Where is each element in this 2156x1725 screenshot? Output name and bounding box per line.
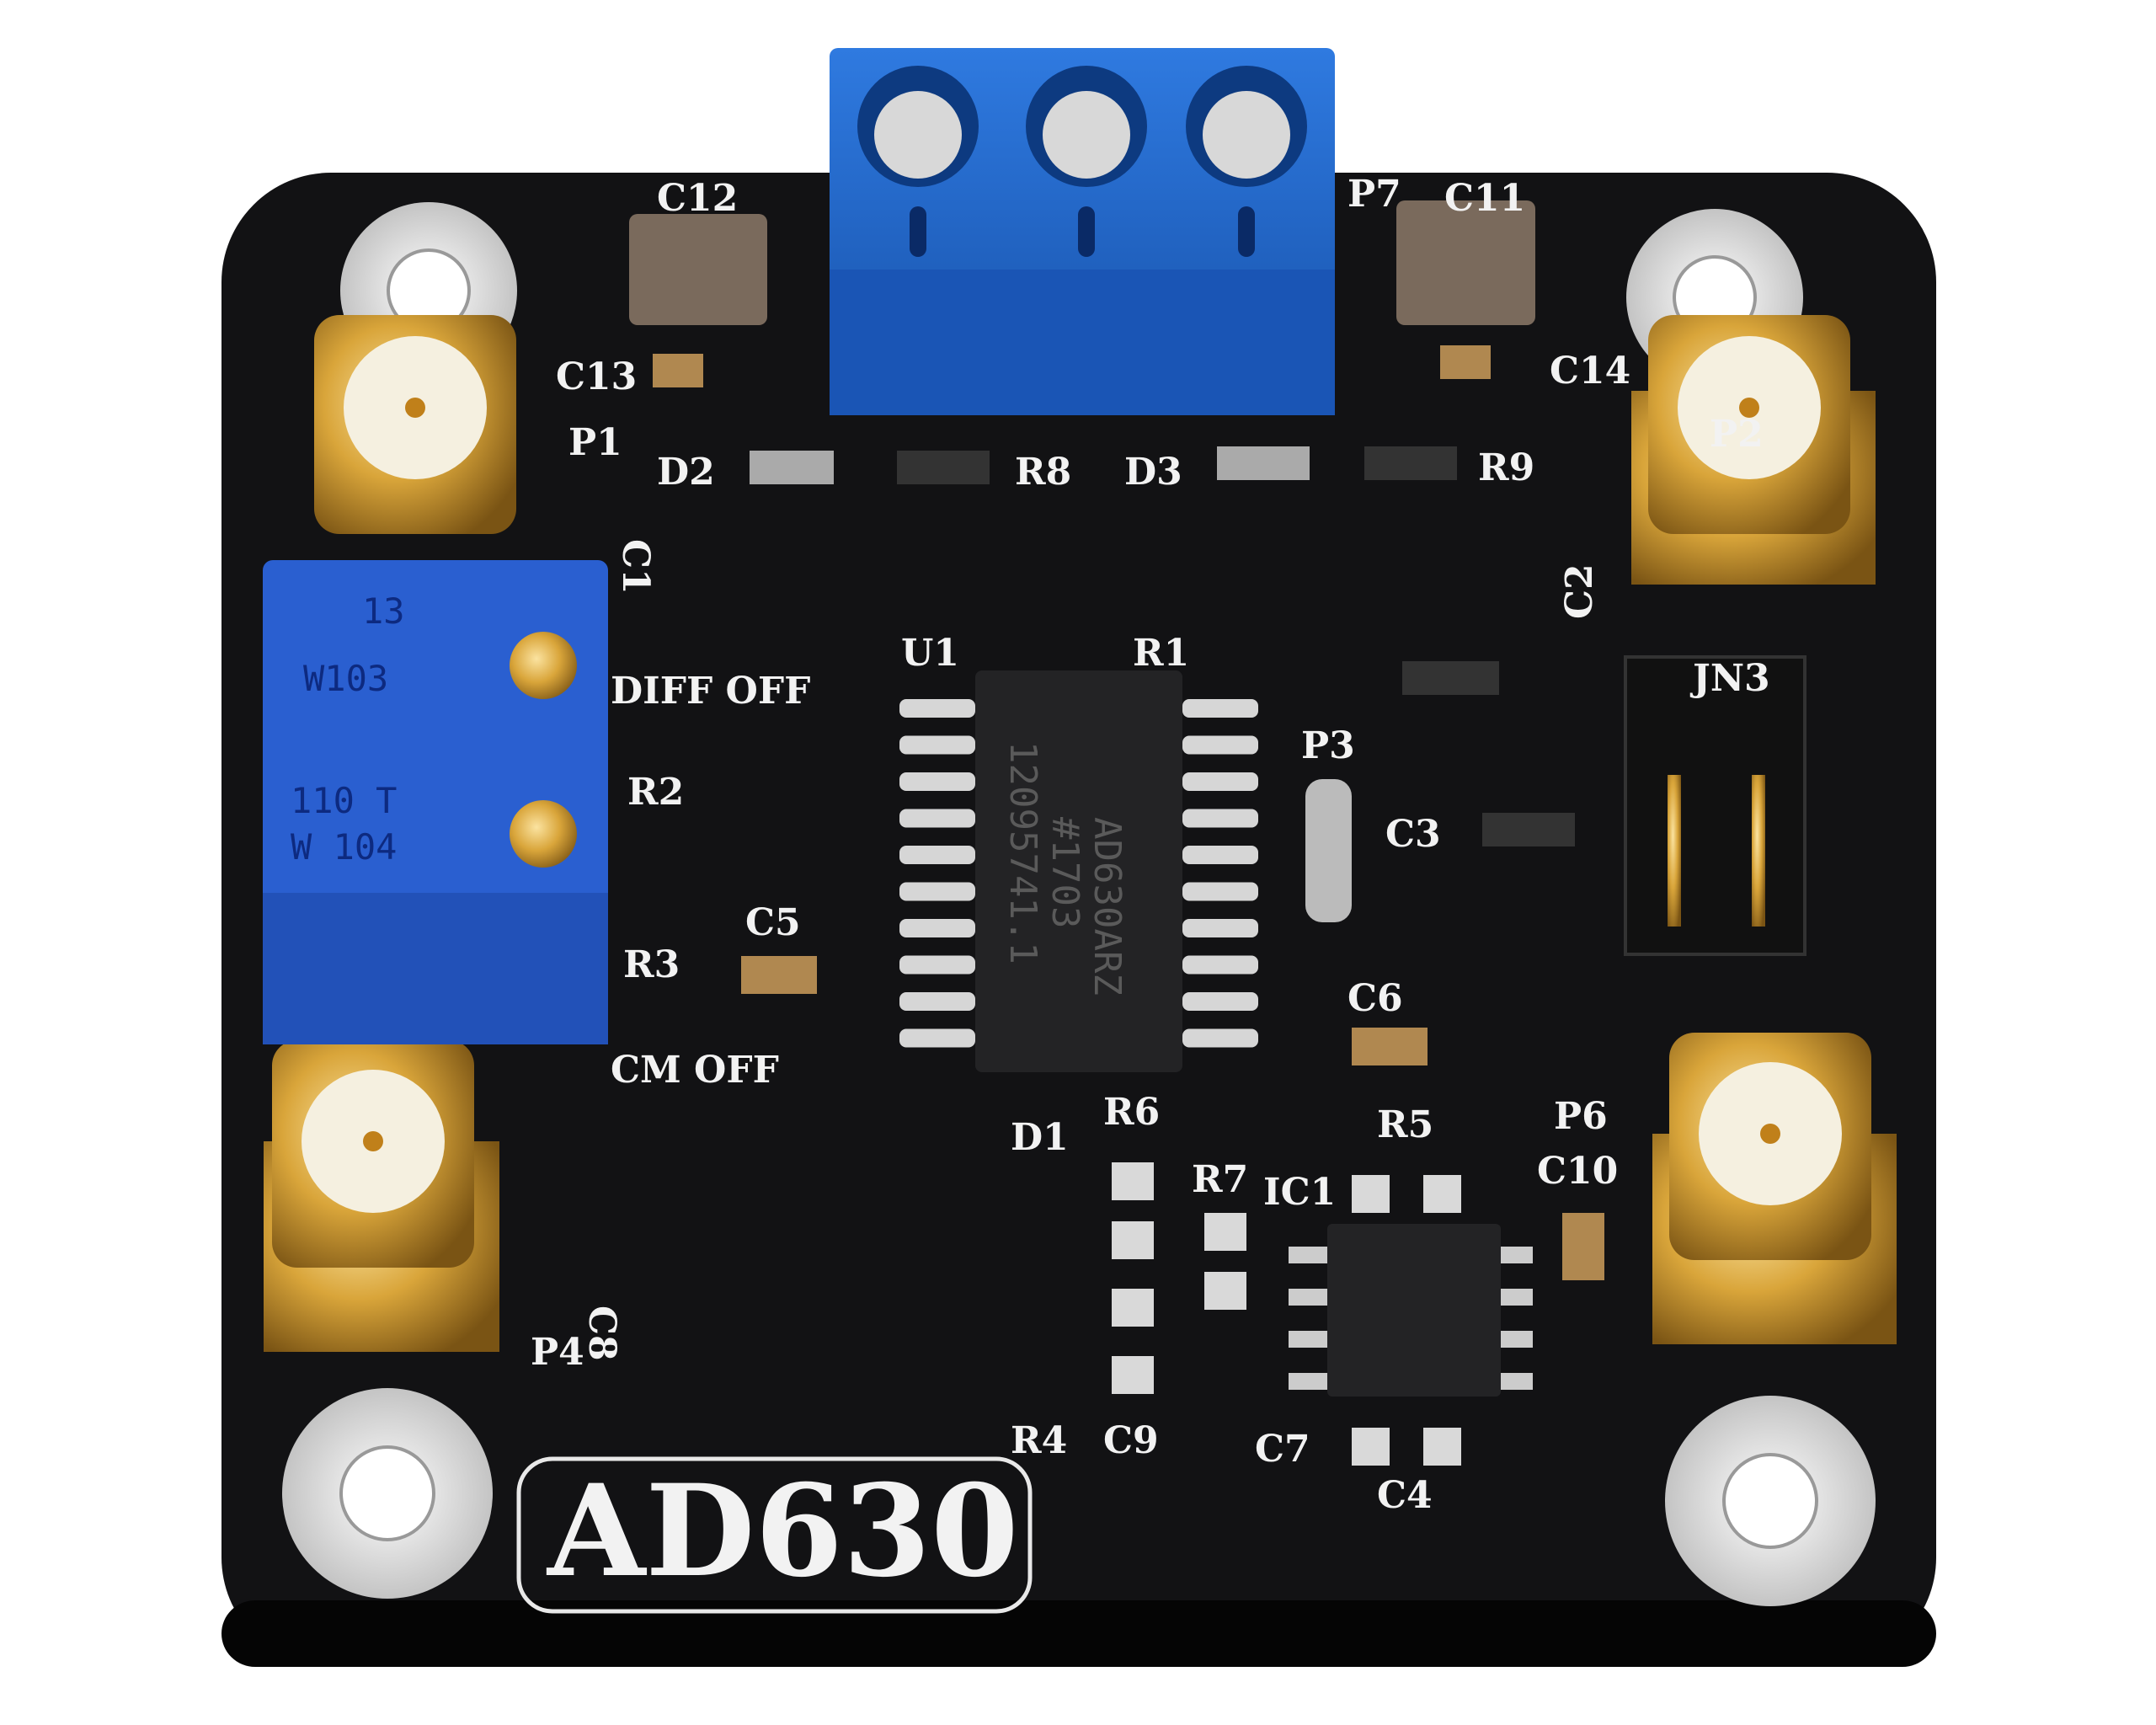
svg-text:C10: C10	[1537, 1150, 1618, 1193]
chip-pin	[899, 735, 975, 755]
svg-text:R5: R5	[1377, 1103, 1433, 1146]
capacitor-c12	[629, 214, 767, 325]
svg-text:R6: R6	[1103, 1091, 1160, 1134]
svg-text:U1: U1	[901, 632, 959, 675]
chip-pin	[1182, 955, 1258, 975]
chip-ic1	[1289, 1224, 1533, 1397]
svg-text:R1: R1	[1133, 632, 1189, 675]
svg-text:C7: C7	[1255, 1428, 1310, 1471]
svg-text:JN3: JN3	[1689, 657, 1770, 700]
svg-text:C14: C14	[1550, 350, 1630, 393]
jumper-header	[1624, 655, 1806, 956]
mounting-holes	[282, 202, 1876, 1606]
svg-text:C2: C2	[1558, 563, 1601, 619]
svg-text:R4: R4	[1011, 1419, 1067, 1462]
svg-text:R3: R3	[623, 943, 680, 986]
svg-text:W103: W103	[303, 658, 388, 699]
svg-text:C4: C4	[1377, 1474, 1433, 1517]
svg-text:C13: C13	[556, 355, 637, 398]
chip-pin	[899, 772, 975, 791]
svg-text:P1: P1	[568, 421, 622, 464]
svg-text:C6: C6	[1348, 977, 1403, 1020]
svg-text:C11: C11	[1444, 177, 1525, 220]
sma-connectors	[264, 315, 1897, 1352]
svg-text:12095741.1: 12095741.1	[1001, 741, 1044, 964]
svg-text:CM OFF: CM OFF	[611, 1049, 779, 1092]
svg-text:P7: P7	[1348, 173, 1401, 216]
svg-text:DIFF OFF: DIFF OFF	[611, 670, 810, 713]
chip-pin	[899, 846, 975, 864]
chip-pin	[1182, 772, 1258, 791]
svg-text:C9: C9	[1103, 1419, 1159, 1462]
chip-pin	[899, 882, 975, 901]
chip-pin	[1182, 992, 1258, 1011]
svg-text:C1: C1	[614, 539, 657, 595]
board-title: AD630	[546, 1457, 1019, 1605]
chip-pin	[899, 1028, 975, 1048]
svg-text:C3: C3	[1385, 813, 1441, 856]
svg-text:R7: R7	[1192, 1158, 1248, 1201]
chip-pin	[1182, 882, 1258, 901]
chip-pin	[1182, 846, 1258, 864]
svg-text:#1703: #1703	[1043, 817, 1086, 928]
svg-text:AD630ARZ: AD630ARZ	[1086, 817, 1129, 996]
svg-text:D1: D1	[1011, 1116, 1069, 1159]
silkscreen-labels: P7 C12 C11 C13 C14 P1 P2 D2 R8 D3 R9 C1 …	[531, 173, 1770, 1517]
chip-pin	[1182, 919, 1258, 937]
chip-u1: AD630ARZ #1703 12095741.1	[899, 670, 1258, 1072]
svg-text:P4: P4	[531, 1331, 584, 1374]
svg-text:C8: C8	[580, 1306, 623, 1361]
chip-pin	[899, 809, 975, 828]
potentiometers: 13 W103 110 T W 104	[263, 560, 608, 1044]
svg-text:R9: R9	[1478, 446, 1534, 489]
svg-text:D2: D2	[657, 451, 715, 494]
terminal-block-p7	[830, 48, 1335, 415]
svg-text:IC1: IC1	[1263, 1171, 1336, 1214]
chip-pin	[899, 919, 975, 937]
svg-text:110 T: 110 T	[291, 780, 397, 821]
title-box	[516, 1456, 1033, 1614]
chip-pin	[1182, 699, 1258, 718]
svg-text:R2: R2	[627, 771, 684, 814]
svg-text:W 104: W 104	[291, 826, 397, 868]
chip-pin	[899, 992, 975, 1011]
chip-pin	[1182, 1028, 1258, 1048]
chip-pin	[1182, 809, 1258, 828]
chip-pin	[899, 955, 975, 975]
svg-text:D3: D3	[1124, 451, 1182, 494]
svg-text:C5: C5	[745, 901, 801, 944]
chip-pin	[899, 699, 975, 718]
svg-text:13: 13	[362, 590, 405, 632]
svg-text:P2: P2	[1710, 413, 1764, 456]
smd-components	[741, 446, 1604, 1466]
svg-text:C12: C12	[657, 177, 738, 220]
chip-pin	[1182, 735, 1258, 755]
svg-text:R8: R8	[1015, 451, 1071, 494]
capacitor-c11	[1396, 200, 1535, 325]
svg-text:P3: P3	[1301, 724, 1355, 767]
svg-text:P6: P6	[1554, 1095, 1608, 1138]
